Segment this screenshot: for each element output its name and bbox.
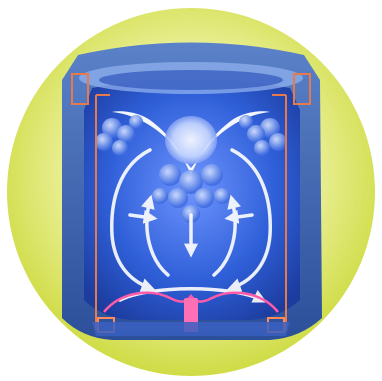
- fountain-spray: [165, 116, 217, 164]
- drum-base: [92, 322, 290, 336]
- drum-top-opening: [99, 70, 283, 90]
